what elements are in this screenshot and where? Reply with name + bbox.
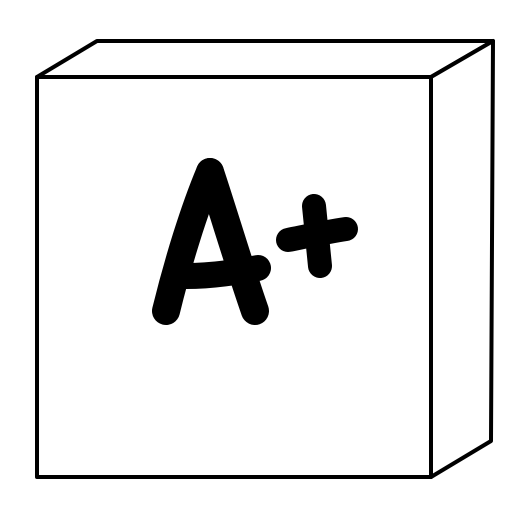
grade-a-plus-lettering: [152, 158, 358, 325]
cube-top-face: [35, 39, 495, 79]
letter-a-crossbar: [173, 255, 271, 289]
plus-horizontal-stroke: [276, 217, 358, 252]
letter-a-right-stroke: [196, 158, 269, 325]
cube-side-face: [429, 39, 495, 479]
